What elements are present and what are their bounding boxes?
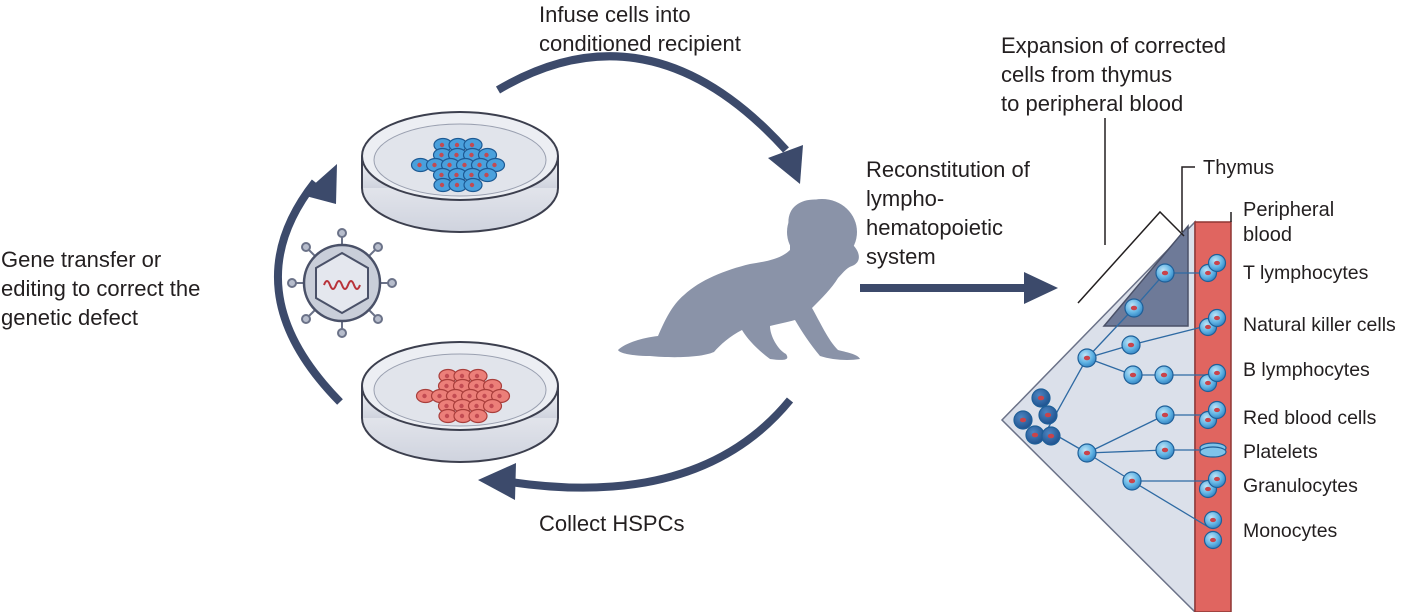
arrow-collect [509, 397, 794, 492]
arrowhead-collect [478, 463, 516, 500]
arrowhead-gene [302, 164, 337, 204]
peripheral-blood-label: Peripheral blood [1243, 199, 1335, 246]
petri-dish-corrected [361, 111, 559, 233]
cell-type-nk-cells: Natural killer cells [1243, 314, 1396, 336]
reconstitution-label: Reconstitution of lympho- hematopoietic … [866, 157, 1030, 269]
collect-label: Collect HSPCs [539, 511, 685, 536]
arrowhead-reconstitution [1024, 272, 1058, 304]
thymus-region [1102, 223, 1189, 327]
petri-dish-patient [361, 341, 559, 463]
patient-cell-cluster [415, 368, 511, 424]
infant-silhouette [618, 199, 860, 360]
thymus-label: Thymus [1203, 157, 1275, 179]
infuse-label: Infuse cells into conditioned recipient [539, 2, 741, 56]
virus-vector-icon [287, 228, 397, 338]
cell-type-b-lymphocytes: B lymphocytes [1243, 359, 1370, 381]
cell-type-monocytes: Monocytes [1243, 520, 1338, 542]
cell-type-red-blood-cells: Red blood cells [1243, 407, 1377, 429]
cycle-arrows [274, 52, 1028, 492]
progenitor-cells [1013, 263, 1175, 491]
cell-type-t-lymphocytes: T lymphocytes [1243, 262, 1369, 284]
arrow-infuse [495, 52, 789, 153]
expansion-bracket [1077, 210, 1185, 304]
arrow-gene-transfer [274, 179, 343, 405]
cell-type-platelets: Platelets [1243, 441, 1318, 463]
corrected-cell-cluster [410, 137, 506, 193]
expansion-label: Expansion of corrected cells from thymus… [1001, 33, 1227, 116]
cell-type-granulocytes: Granulocytes [1243, 475, 1358, 497]
hematopoiesis-tree [1000, 118, 1232, 612]
mature-blood-cells [1198, 253, 1227, 550]
gene-transfer-label: Gene transfer or editing to correct the … [1, 247, 201, 330]
arrowhead-infuse [768, 145, 803, 184]
